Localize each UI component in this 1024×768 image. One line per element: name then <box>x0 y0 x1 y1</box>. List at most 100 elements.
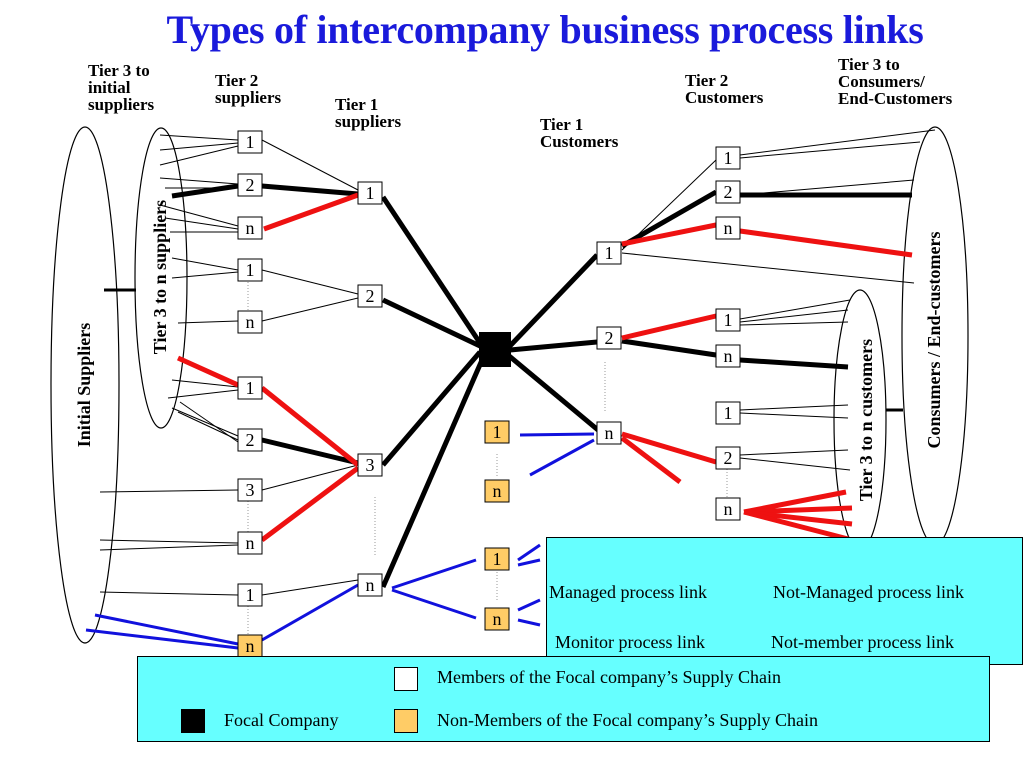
node-box <box>357 181 383 205</box>
header-tier2-suppliers: Tier 2 suppliers <box>215 71 282 107</box>
node-box <box>357 284 383 308</box>
node-label: 1 <box>724 148 733 168</box>
non-member-node-o3: 1 <box>484 547 510 571</box>
node-box <box>484 420 510 444</box>
member-node-c2c1: 1 <box>715 401 741 425</box>
header-tier1-customers: Tier 1 Customers <box>540 115 619 151</box>
page-title: Types of intercompany business process l… <box>166 7 924 52</box>
node-box <box>484 607 510 631</box>
node-box <box>596 241 622 265</box>
member-node-c2cn: n <box>715 497 741 521</box>
node-label: 1 <box>605 243 614 263</box>
node-label: 1 <box>366 183 375 203</box>
not-managed-links-right <box>621 129 936 471</box>
non-member-node-s2dn: n <box>237 634 263 658</box>
legend-not-managed-label: Not-Managed process link <box>773 582 964 602</box>
node-label: n <box>724 346 733 366</box>
legend-not-member-label: Not-member process link <box>771 632 954 652</box>
node-label: n <box>246 218 255 238</box>
node-box <box>237 428 263 452</box>
node-box <box>715 180 741 204</box>
node-box <box>715 497 741 521</box>
node-box <box>484 547 510 571</box>
node-label: 3 <box>366 455 375 475</box>
node-label: 1 <box>246 378 255 398</box>
node-box <box>237 478 263 502</box>
member-node-c2a1: 1 <box>715 146 741 170</box>
member-node-c2c2: 2 <box>715 446 741 470</box>
node-label: 1 <box>493 549 502 569</box>
not-managed-links-left <box>99 134 359 596</box>
non-member-node-o1: 1 <box>484 420 510 444</box>
node-label: 2 <box>246 430 255 450</box>
managed-links <box>171 183 912 588</box>
member-node-s2cn: n <box>237 531 263 555</box>
node-label: 2 <box>724 448 733 468</box>
legend-members-label: Members of the Focal company’s Supply Ch… <box>437 667 781 687</box>
node-label: 1 <box>246 132 255 152</box>
node-box <box>596 421 622 445</box>
node-label: 1 <box>493 422 502 442</box>
node-label: n <box>246 533 255 553</box>
node-box <box>237 583 263 607</box>
member-node-c1_2: 2 <box>596 326 622 350</box>
member-node-s1_1: 1 <box>357 181 383 205</box>
member-swatch <box>394 667 418 691</box>
node-label: 2 <box>605 328 614 348</box>
node-label: n <box>366 575 375 595</box>
member-node-s2d1: 1 <box>237 583 263 607</box>
header-tier2-customers: Tier 2 Customers <box>685 71 764 107</box>
legend-focal-label: Focal Company <box>224 710 339 730</box>
node-label: 1 <box>724 403 733 423</box>
node-box <box>237 258 263 282</box>
initial-suppliers-ellipse <box>50 126 120 644</box>
node-label: n <box>605 423 614 443</box>
node-box <box>237 130 263 154</box>
node-label: n <box>246 636 255 656</box>
member-node-s1_2: 2 <box>357 284 383 308</box>
header-tier1-suppliers: Tier 1 suppliers <box>335 95 402 131</box>
node-box <box>715 344 741 368</box>
tier3-to-n-customers-label: Tier 3 to n customers <box>856 338 876 502</box>
member-node-s2c1: 1 <box>237 376 263 400</box>
node-box <box>357 453 383 477</box>
node-label: 1 <box>246 260 255 280</box>
node-box <box>237 531 263 555</box>
non-member-swatch <box>394 709 418 733</box>
member-node-s1_3: 3 <box>357 453 383 477</box>
header-tier3-initial-suppliers: Tier 3 to initial suppliers <box>88 61 155 114</box>
focal-company-swatch <box>181 709 205 733</box>
tier3-to-n-suppliers-ellipse <box>134 127 188 429</box>
non-member-node-on: n <box>484 479 510 503</box>
header-tier3-consumers: Tier 3 to Consumers/ End-Customers <box>838 55 953 108</box>
member-node-c1_1: 1 <box>596 241 622 265</box>
node-box <box>715 308 741 332</box>
not-member-links <box>85 432 595 650</box>
node-label: n <box>493 481 502 501</box>
focal-company-node <box>479 332 511 367</box>
member-node-c2a2: 2 <box>715 180 741 204</box>
node-box <box>237 173 263 197</box>
member-node-s2a2: 2 <box>237 173 263 197</box>
node-box <box>237 216 263 240</box>
node-label: 2 <box>724 182 733 202</box>
member-node-c2bn: n <box>715 344 741 368</box>
legend-managed-label: Managed process link <box>549 582 707 602</box>
node-label: n <box>246 312 255 332</box>
node-label: n <box>493 609 502 629</box>
consumers-end-customers-label: Consumers / End-customers <box>924 231 944 449</box>
monitor-links <box>176 192 913 543</box>
member-node-s2c2: 2 <box>237 428 263 452</box>
node-box <box>237 376 263 400</box>
node-label: n <box>724 218 733 238</box>
link-type-legend: Managed process link Not-Managed process… <box>546 537 1023 665</box>
node-label: 1 <box>246 585 255 605</box>
node-box <box>596 326 622 350</box>
member-node-c1_n: n <box>596 421 622 445</box>
member-node-s1_n: n <box>357 573 383 597</box>
node-label: n <box>724 499 733 519</box>
legend-monitor-label: Monitor process link <box>555 632 705 652</box>
membership-legend: Members of the Focal company’s Supply Ch… <box>137 656 990 742</box>
node-box <box>357 573 383 597</box>
